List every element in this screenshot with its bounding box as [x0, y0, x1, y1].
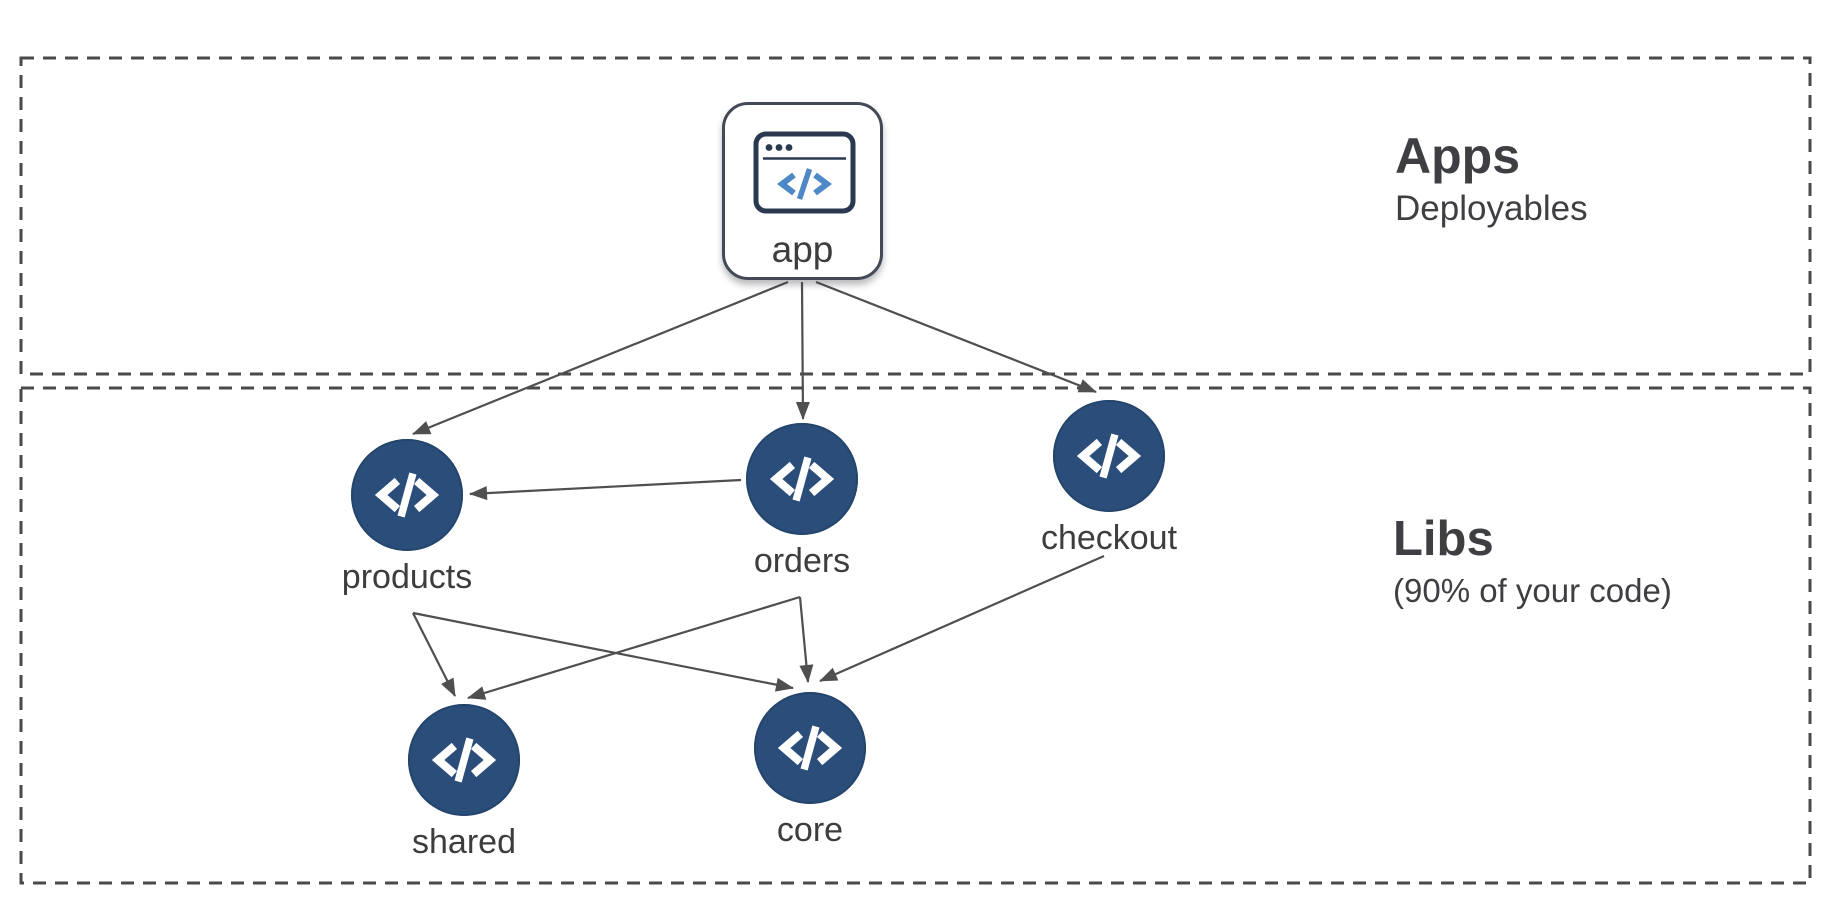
code-icon: [754, 692, 866, 804]
edge-app-to-checkout: [815, 280, 1097, 394]
edge-app-to-products: [412, 280, 789, 436]
edge-orders-to-products: [469, 478, 742, 501]
node-label-products: products: [341, 558, 473, 596]
node-checkout: checkout: [1041, 400, 1177, 557]
region-caption-apps: Apps Deployables: [1395, 126, 1588, 232]
code-icon: [351, 439, 463, 551]
node-label-core: core: [776, 811, 844, 849]
node-shared: shared: [408, 704, 520, 861]
libs-region-subtitle: (90% of your code): [1393, 571, 1672, 609]
node-label-checkout: checkout: [1040, 519, 1178, 557]
edge-checkout-to-core: [819, 554, 1105, 683]
edge-orders-to-shared: [467, 595, 801, 700]
edge-products-to-shared: [412, 612, 456, 697]
libs-region-title: Libs: [1393, 512, 1494, 566]
browser-window-icon: [753, 131, 856, 214]
node-orders: orders: [746, 423, 858, 580]
region-caption-libs: Libs (90% of your code): [1393, 510, 1672, 613]
node-core: core: [754, 692, 866, 849]
node-label-shared: shared: [412, 823, 516, 861]
node-products: products: [342, 439, 472, 596]
edge-app-to-orders: [795, 281, 810, 420]
code-icon: [1053, 400, 1165, 512]
code-icon: [408, 704, 520, 816]
code-icon: [746, 423, 858, 535]
apps-region-subtitle: Deployables: [1395, 189, 1588, 228]
node-label-app: app: [771, 229, 834, 270]
edge-products-to-core: [412, 611, 794, 692]
edge-orders-to-core: [798, 596, 814, 683]
region-libs-border: [19, 386, 1812, 885]
apps-region-title: Apps: [1395, 128, 1520, 184]
node-label-orders: orders: [753, 542, 851, 580]
node-app: app: [722, 102, 883, 280]
